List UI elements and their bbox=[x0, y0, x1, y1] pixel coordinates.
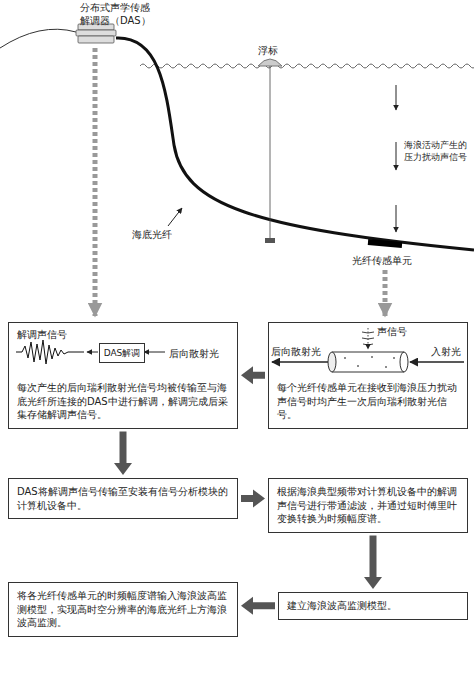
flow-arrow bbox=[241, 490, 265, 508]
process-box: 声信号后向散射光 入射光每个光纤传感单元在接收到海浪压力扰动声信号时均产生一次后向… bbox=[268, 322, 468, 429]
node-text: 声信号 bbox=[377, 325, 407, 339]
pressure-arrow bbox=[396, 205, 397, 232]
arrow-head bbox=[241, 597, 253, 615]
process-box: 根据海浪典型频带对计算机设备中的解调声信号进行带通滤波，并通过短时傅里叶变换转换… bbox=[268, 478, 468, 533]
process-box: 将各光纤传感单元的时频幅度谱输入海浪波高监测模型，实现高时空分辨率的海底光纤上方… bbox=[8, 582, 238, 637]
signal-arrow bbox=[144, 352, 165, 353]
fiber-sensing-unit bbox=[368, 242, 402, 245]
label: 浮标 bbox=[258, 44, 278, 57]
demod-box: DAS解调 bbox=[99, 343, 145, 363]
scatter-dots bbox=[344, 356, 395, 368]
arrow-head bbox=[364, 577, 382, 589]
light-arrow bbox=[272, 361, 328, 363]
arrow-shaft bbox=[241, 495, 254, 502]
arrow-head bbox=[253, 490, 265, 508]
arrow-head bbox=[114, 463, 132, 475]
node-text: 每次产生的后向瑞利散射光信号均被传输至与海底光纤所连接的DAS中进行解调，解调完… bbox=[17, 381, 229, 422]
label: 分布式声学传感解调器（DAS） bbox=[80, 1, 156, 27]
process-box: 解调声信号后向散射光每次产生的后向瑞利散射光信号均被传输至与海底光纤所连接的DA… bbox=[8, 322, 238, 429]
signal-arrow bbox=[87, 352, 98, 353]
node-text: 入射光 bbox=[431, 345, 461, 359]
arrow-shaft bbox=[370, 536, 377, 579]
buoy bbox=[258, 59, 282, 66]
node-text: 根据海浪典型频带对计算机设备中的解调声信号进行带通滤波，并通过短时傅里叶变换转换… bbox=[277, 485, 459, 526]
arrow-shaft bbox=[120, 432, 127, 465]
node-text: 后向散射光 bbox=[169, 347, 219, 361]
process-box: 建立海浪波高监测模型。 bbox=[278, 592, 468, 620]
light-arrow bbox=[410, 361, 464, 363]
arrow-head bbox=[241, 366, 253, 384]
pressure-arrow bbox=[396, 85, 397, 110]
node-text: DAS解调 bbox=[102, 347, 142, 359]
pressure-arrow bbox=[396, 142, 397, 170]
node-text: 将各光纤传感单元的时频幅度谱输入海浪波高监测模型，实现高时空分辨率的海底光纤上方… bbox=[17, 589, 229, 630]
arrow-shaft bbox=[252, 372, 265, 379]
fiber-cylinder bbox=[328, 352, 408, 372]
node-text: 解调声信号 bbox=[17, 328, 67, 342]
buoy-line bbox=[270, 66, 271, 238]
flow-arrow bbox=[114, 432, 132, 476]
dashed-arrow bbox=[383, 270, 388, 316]
das-device bbox=[76, 24, 116, 43]
dashed-arrow bbox=[93, 48, 98, 316]
flow-arrow bbox=[364, 536, 382, 590]
label: 海浪活动产生的压力扰动声信号 bbox=[404, 140, 470, 163]
arrow-shaft bbox=[252, 602, 275, 609]
coast-line bbox=[0, 29, 76, 48]
flow-arrow bbox=[241, 366, 265, 384]
process-box: DAS将解调声信号传输至安装有信号分析模块的计算机设备中。 bbox=[8, 478, 238, 519]
flow-arrow bbox=[241, 597, 275, 615]
seabed-fiber bbox=[116, 38, 474, 250]
node-text: 每个光纤传感单元在接收到海浪压力扰动声信号时均产生一次后向瑞利散射光信号。 bbox=[277, 381, 459, 422]
waveform bbox=[16, 340, 84, 364]
sea-surface bbox=[140, 64, 474, 68]
label: 海底光纤 bbox=[132, 228, 172, 241]
label: 光纤传感单元 bbox=[352, 254, 412, 267]
node-text: DAS将解调声信号传输至安装有信号分析模块的计算机设备中。 bbox=[17, 485, 229, 512]
leader-line bbox=[168, 208, 182, 226]
node-text: 建立海浪波高监测模型。 bbox=[287, 599, 459, 613]
buoy-anchor bbox=[265, 238, 275, 243]
node-text: 后向散射光 bbox=[271, 345, 321, 359]
sound-signal-marks bbox=[362, 328, 374, 349]
